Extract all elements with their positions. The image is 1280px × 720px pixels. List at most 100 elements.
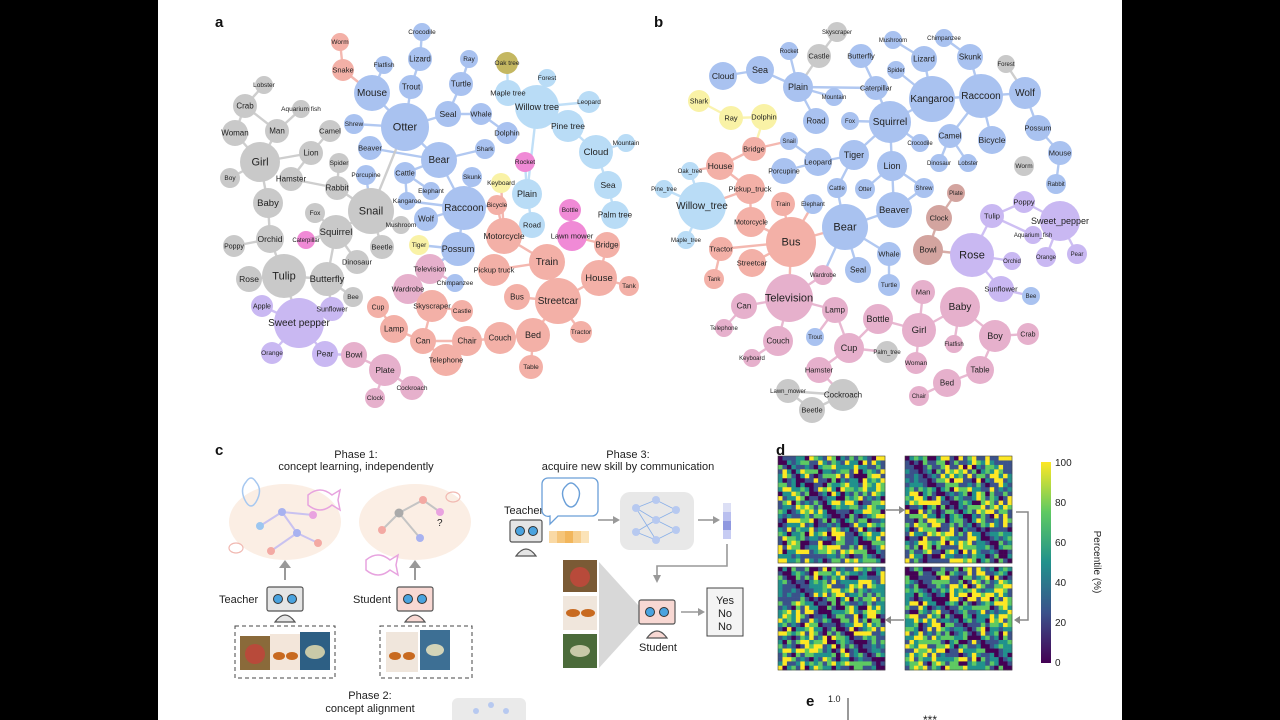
heatmap-cell	[940, 549, 946, 555]
heatmap-cell	[871, 588, 877, 594]
heatmap-cell	[918, 567, 924, 572]
node-girl	[240, 142, 280, 182]
heatmap-cell	[844, 618, 850, 624]
colorbar-tick: 80	[1055, 498, 1067, 509]
node-label-man: Man	[916, 287, 931, 296]
node-label-worm: Worm	[1015, 163, 1032, 170]
heatmap-cell	[980, 496, 986, 501]
heatmap-cell	[862, 456, 868, 461]
heatmap-cell	[958, 536, 964, 542]
heatmap-cell	[809, 460, 814, 466]
node-lizard	[911, 46, 937, 72]
heatmap-cell	[1007, 536, 1013, 542]
node-label-tulip: Tulip	[984, 211, 1000, 220]
node-label-camel: Camel	[938, 132, 961, 141]
heatmap-cell	[862, 584, 868, 589]
heatmap-cell	[918, 469, 924, 475]
heatmap-cell	[791, 554, 797, 559]
node-label-rose: Rose	[959, 249, 985, 261]
heatmap-cell	[867, 473, 872, 479]
heatmap-cell	[831, 513, 837, 519]
heatmap-cell	[800, 487, 806, 492]
heatmap-cell	[876, 635, 881, 641]
heatmap-cell	[809, 527, 814, 533]
node-mouse	[1048, 141, 1072, 165]
heatmap-cell	[967, 635, 973, 641]
teacher-node	[267, 547, 275, 555]
heatmap-cell	[1003, 665, 1008, 671]
heatmap-cell	[858, 505, 864, 510]
heatmap-cell	[827, 601, 832, 606]
heatmap-cell	[809, 657, 814, 662]
heatmap-cell	[985, 648, 991, 654]
heatmap-cell	[989, 618, 995, 624]
heatmap-cell	[954, 469, 959, 475]
heatmap-cell	[867, 635, 872, 641]
node-skyscraper	[416, 290, 448, 322]
heatmap-cell	[994, 584, 999, 589]
answer-1: Yes	[716, 595, 734, 607]
heatmap-cell	[858, 657, 864, 662]
net-node	[652, 516, 660, 524]
heatmap-cell	[818, 588, 823, 594]
heatmap-cell	[905, 609, 910, 615]
heatmap-cell	[954, 482, 959, 488]
heatmap-cell	[949, 482, 955, 488]
embedding-cell	[723, 521, 731, 530]
heatmap-cell	[971, 456, 977, 461]
heatmap-cell	[844, 631, 850, 636]
node-squirrel	[319, 215, 353, 249]
node-label-clock: Clock	[930, 213, 949, 222]
heatmap-cell	[840, 456, 846, 461]
node-label-oak-tree: Oak_tree	[678, 169, 703, 175]
message-token	[573, 531, 581, 543]
heatmap-cell	[958, 460, 964, 466]
heatmap-cell	[835, 482, 841, 488]
node-seal	[845, 257, 871, 283]
heatmap-cell	[786, 618, 792, 624]
heatmap-cell	[967, 536, 973, 542]
heatmap-cell	[831, 644, 837, 649]
heatmap-cell	[1007, 522, 1013, 528]
heatmap-cell	[786, 584, 792, 589]
heatmap-cell	[962, 518, 968, 524]
heatmap-cell	[818, 601, 823, 606]
heatmap-cell	[918, 614, 924, 619]
heatmap-cell	[778, 614, 783, 619]
node-mountain	[617, 134, 635, 152]
heatmap-cell	[998, 518, 1004, 524]
arrow-head	[409, 560, 421, 568]
heatmap-cell	[918, 460, 924, 466]
node-label-shark: Shark	[690, 98, 709, 105]
heatmap-cell	[840, 644, 846, 649]
heatmap-cell	[962, 644, 968, 649]
heatmap-cell	[853, 478, 859, 484]
heatmap-cell	[840, 601, 846, 606]
heatmap-cell	[835, 657, 841, 662]
heatmap-cell	[962, 469, 968, 475]
heatmap-cell	[876, 584, 881, 589]
heatmap-cell	[867, 639, 872, 645]
node-sunflower	[320, 297, 344, 321]
heatmap-cell	[795, 482, 801, 488]
heatmap-cell	[782, 469, 788, 475]
heatmap-cell	[809, 665, 814, 671]
heatmap-cell	[949, 500, 955, 506]
node-rocket	[515, 152, 535, 172]
heatmap-cell	[862, 575, 868, 581]
heatmap-cell	[922, 571, 928, 576]
heatmap-cell	[871, 482, 877, 488]
student-label: Student	[639, 642, 677, 654]
heatmap-cell	[840, 588, 846, 594]
heatmap-cell	[945, 536, 950, 542]
heatmap-cell	[818, 527, 823, 533]
heatmap-cell	[778, 665, 783, 671]
heatmap-cell	[994, 609, 999, 615]
node-wardrobe	[393, 274, 423, 304]
heatmap-cell	[827, 527, 832, 533]
heatmap-cell	[989, 584, 995, 589]
heatmap-cell	[840, 482, 846, 488]
heatmap-cell	[913, 605, 919, 611]
heatmap-cell	[922, 536, 928, 542]
heatmap-cell	[849, 627, 855, 632]
